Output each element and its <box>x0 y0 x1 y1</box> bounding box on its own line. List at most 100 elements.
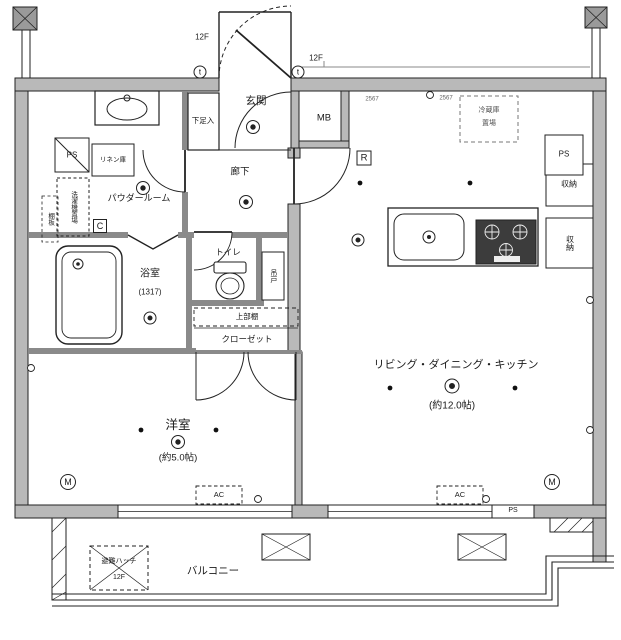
top-wall-left <box>14 77 220 92</box>
linen-closet-box <box>91 143 135 177</box>
stove-burners <box>484 224 528 257</box>
toilet-top-wall <box>232 232 288 238</box>
bath-faucet-dot <box>76 262 80 266</box>
floor-label-top-left: 12F <box>195 32 209 42</box>
stove <box>475 219 537 265</box>
symbols <box>27 91 594 503</box>
washer-space-box <box>56 177 90 237</box>
meter-box-label: MB <box>316 112 332 124</box>
closet-door-right-fan <box>247 351 297 401</box>
bath-faucet <box>72 258 84 270</box>
ldk-size-label: (約12.0帖) <box>428 400 476 412</box>
toilet-tank <box>213 261 247 274</box>
ps-right-box <box>544 134 584 176</box>
ps-right-label: PS <box>558 149 570 159</box>
linen-closet-label: リネン庫 <box>100 156 126 164</box>
bathtub-inner <box>61 251 117 339</box>
bottom-wall-left <box>14 504 119 519</box>
ac-right-box <box>436 485 484 505</box>
right-wall-extension <box>592 517 607 563</box>
hanging-cabinet-box <box>261 251 285 301</box>
western-room-size-label: (約5.0帖) <box>158 452 198 464</box>
bathtub <box>55 245 123 345</box>
evac-hatch-label: 避難ハッチ <box>101 558 137 566</box>
top-right-column-hatch <box>584 6 608 29</box>
ceiling-light-western <box>171 435 185 449</box>
left-wall <box>14 90 29 519</box>
powder-right-wall-upper <box>182 91 188 150</box>
toilet-bottom-wall <box>192 300 264 306</box>
bathroom-label: 浴室 <box>140 268 160 280</box>
powder-right-wall-lower <box>182 192 188 232</box>
right-wall <box>592 90 607 519</box>
hallway-label: 廊下 <box>230 166 250 178</box>
fixtures <box>41 90 594 519</box>
alcove-walls <box>218 11 292 78</box>
fridge-space-label-line1: 冷蔵庫 <box>478 107 500 115</box>
shelf-board-box <box>41 195 59 243</box>
closet-label: クローゼット <box>221 334 273 345</box>
bottom-wall-right <box>533 504 607 519</box>
ac-left-label: AC <box>213 489 225 499</box>
ceiling-light-powder <box>136 181 150 195</box>
balcony-left-wall-hatch <box>51 517 67 601</box>
bath-folding-door <box>127 234 179 250</box>
balcony-railing-3 <box>52 567 614 607</box>
powder-bath-wall-left <box>28 232 128 238</box>
vanity-sink-bowl <box>106 97 148 121</box>
ceiling-light-hallway <box>239 195 253 209</box>
kitchen-faucet <box>422 230 436 244</box>
balcony-divider-hatch <box>553 517 594 533</box>
t-mark-left: t <box>193 65 207 79</box>
storage-top-label: 収納 <box>561 179 577 189</box>
ps-bottom-label: PS <box>508 507 518 515</box>
dim-note-left: 2567 <box>365 96 379 103</box>
storage-side-label: 収納 <box>565 235 575 251</box>
toilet-label: トイレ <box>215 247 241 258</box>
c-mark: C <box>93 219 107 233</box>
western-room-label: 洋室 <box>165 418 191 432</box>
ac-outdoor-left-cross <box>261 533 311 561</box>
upper-shelf-box <box>193 307 299 327</box>
balcony-structure <box>51 517 614 607</box>
upper-shelf-label: 上部棚 <box>235 311 259 321</box>
toilet-right-wall <box>256 238 262 300</box>
mb-bottom-wall <box>298 140 350 149</box>
fridge-space-label-line2: 置場 <box>482 120 496 128</box>
storage-side-box <box>545 217 594 269</box>
ac-outdoor-right-cross <box>457 533 507 561</box>
powder-door-arc <box>142 149 186 193</box>
ldk-label: リビング・ダイニング・キッチン <box>373 358 539 371</box>
m-mark-left: M <box>60 474 76 490</box>
ps-left-diagonal <box>54 137 90 173</box>
closet-door-left-fan <box>195 351 245 401</box>
bath-western-wall <box>28 348 196 354</box>
ceiling-light-ldk <box>444 378 460 394</box>
ceiling-light-kitchen <box>351 233 365 247</box>
bottom-wall-center <box>291 504 329 519</box>
entrance-door-swing-arc <box>218 5 292 79</box>
stove-grill <box>494 256 520 262</box>
shoe-box <box>187 92 220 151</box>
bath-right-wall <box>186 238 192 354</box>
shelf-board-label: 棚板 <box>46 212 54 226</box>
spine-wall <box>287 203 301 353</box>
balcony-railing-2 <box>52 561 614 601</box>
doors <box>127 91 351 401</box>
floor-label-top-right: 12F <box>309 53 323 63</box>
ceiling-light-bath <box>143 311 157 325</box>
ac-left-box <box>195 485 243 505</box>
vanity-faucet <box>123 94 131 102</box>
top-left-column-hatch <box>12 6 38 31</box>
fridge-space-box <box>459 95 519 143</box>
wall-outlets <box>27 91 594 503</box>
vanity-counter <box>94 90 160 126</box>
balcony-divider <box>549 517 594 533</box>
hanging-cabinet-label: 吊戸 <box>269 269 277 283</box>
entrance-label: 玄関 <box>245 95 267 108</box>
dim-note-right: 2567 <box>439 95 453 102</box>
ldk-door-arc <box>293 147 351 205</box>
r-mark: R <box>356 150 372 166</box>
evac-hatch-floor-label: 12F <box>112 574 126 582</box>
